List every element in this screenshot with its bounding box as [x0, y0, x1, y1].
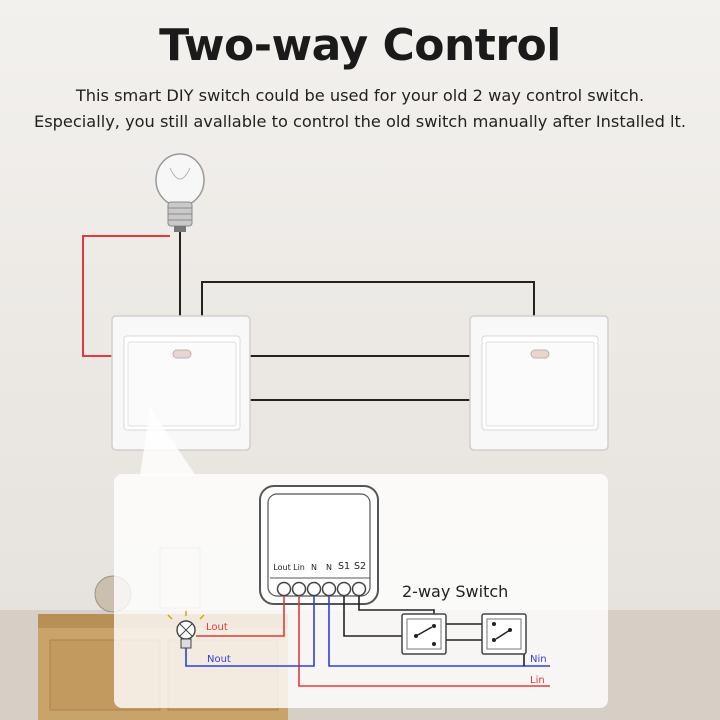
lin-label: Lin: [530, 675, 545, 686]
light-bulb-icon: [155, 153, 205, 232]
terminal-screw: [306, 581, 322, 597]
subtitle-line-2: Especially, you still avallable to contr…: [34, 112, 686, 131]
callout-pointer: [140, 408, 196, 476]
smart-module: [259, 485, 379, 605]
terminal-label-s2: S2: [354, 561, 366, 572]
wire-nout: [185, 596, 315, 667]
two-way-switch-label: 2-way Switch: [402, 582, 508, 601]
wall-switch-right: [469, 315, 609, 451]
wire-lin: [298, 596, 550, 687]
nout-label: Nout: [207, 654, 231, 665]
terminal-label-n1: N: [311, 563, 317, 572]
page-title: Two-way Control: [159, 20, 561, 71]
terminal-label-n2: N: [326, 563, 332, 572]
terminal-screw: [321, 581, 337, 597]
lout-label: Lout: [206, 622, 228, 633]
module-terminals: [276, 581, 367, 597]
terminal-label-lin: Lin: [293, 563, 305, 572]
two-way-switch-left: [401, 613, 447, 655]
terminal-label-lout: Lout: [273, 563, 290, 572]
wall-switch-left: [111, 315, 251, 451]
terminal-screw: [276, 581, 292, 597]
live-wire-to-bulb: [82, 235, 170, 357]
subtitle-line-1: This smart DIY switch could be used for …: [75, 86, 645, 105]
lamp-icon: [167, 611, 205, 649]
terminal-screw: [336, 581, 352, 597]
wire-s1: [343, 596, 414, 637]
two-way-switch-right: [481, 613, 527, 655]
nin-label: Nin: [530, 654, 547, 665]
wire-lout: [196, 596, 285, 637]
terminal-screw: [351, 581, 367, 597]
wall-wiring: [82, 232, 535, 401]
terminal-label-s1: S1: [338, 561, 350, 572]
wire-nin: [328, 596, 550, 667]
traveler-wire-top: [201, 281, 535, 318]
diagram-wiring: [185, 596, 550, 687]
terminal-screw: [291, 581, 307, 597]
